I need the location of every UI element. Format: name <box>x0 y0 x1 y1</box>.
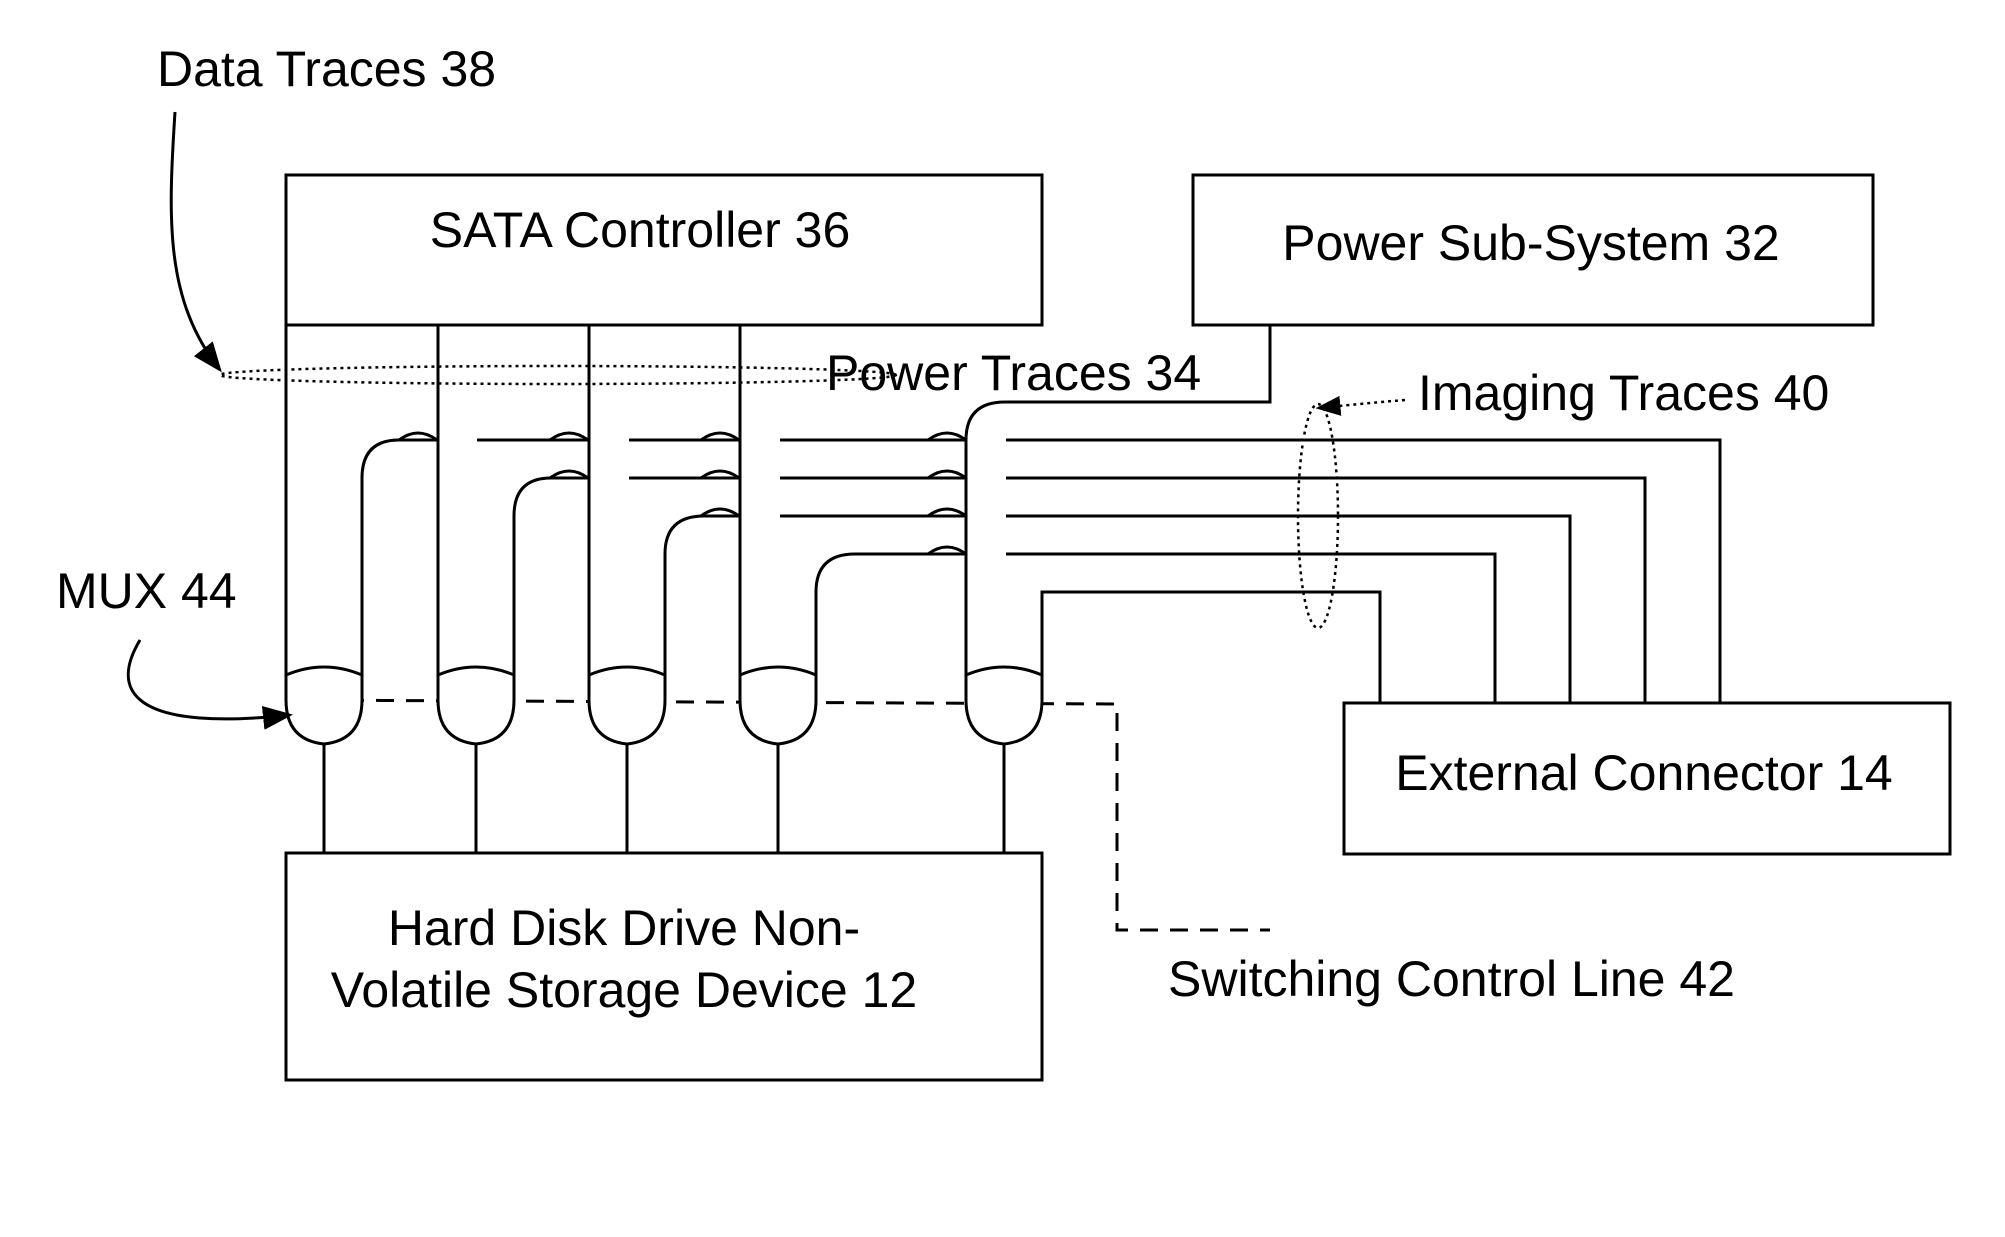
mux-5 <box>966 667 1042 744</box>
data-traces-group-ellipse <box>220 366 896 384</box>
imaging-traces-arrow <box>1318 400 1405 408</box>
external-connector-block: External Connector 14 <box>1344 703 1950 854</box>
sata-controller-label: SATA Controller 36 <box>430 202 851 258</box>
external-connector-label: External Connector 14 <box>1395 745 1893 801</box>
mux-group <box>286 667 1042 744</box>
mux-output-lines <box>324 744 1004 853</box>
power-subsystem-block: Power Sub-System 32 <box>1193 175 1873 325</box>
mux-arrow <box>128 640 290 719</box>
switching-control-line-label: Switching Control Line 42 <box>1168 951 1735 1007</box>
storage-device-block: Hard Disk Drive Non- Volatile Storage De… <box>286 853 1042 1080</box>
power-traces-label: Power Traces 34 <box>826 345 1201 401</box>
imaging-traces <box>362 433 1720 703</box>
power-subsystem-label: Power Sub-System 32 <box>1282 215 1779 271</box>
mux-label: MUX 44 <box>56 563 237 619</box>
data-traces-label: Data Traces 38 <box>157 41 496 97</box>
mux-3 <box>589 667 665 744</box>
data-traces-arrow <box>171 112 220 370</box>
sata-controller-block: SATA Controller 36 <box>286 175 1042 325</box>
mux-1 <box>286 667 362 744</box>
mux-4 <box>740 667 816 744</box>
imaging-traces-label: Imaging Traces 40 <box>1418 365 1829 421</box>
mux-2 <box>438 667 514 744</box>
storage-device-label-line1: Hard Disk Drive Non- <box>388 900 860 956</box>
storage-device-label-line2: Volatile Storage Device 12 <box>331 962 917 1018</box>
imaging-trace-4 <box>816 554 1495 703</box>
